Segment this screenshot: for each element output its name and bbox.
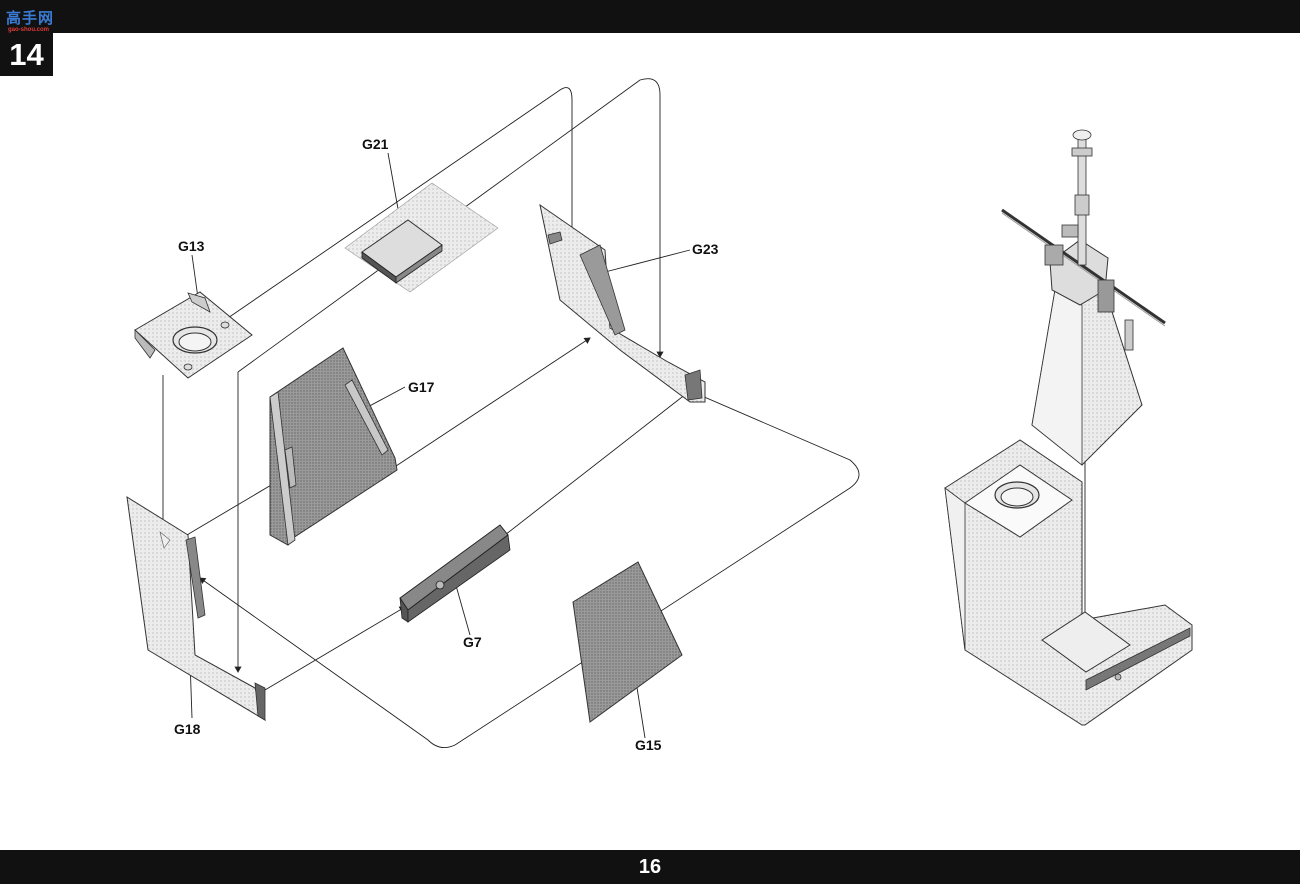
site-logo: 高手网 [6,6,54,30]
label-g13: G13 [178,238,205,254]
part-g13 [134,291,253,379]
bottom-bar: 16 [0,850,1300,884]
top-bar [0,0,1300,33]
part-g18 [126,496,266,722]
logo-subtext: gao-shou.com [8,27,50,33]
logo-text: 高手网 [6,9,55,27]
label-g7: G7 [463,634,482,650]
part-g7 [399,524,511,623]
label-g21: G21 [362,136,389,152]
part-g15 [572,561,683,723]
part-g23 [539,203,706,403]
label-g15: G15 [635,737,662,753]
assembled-mast [944,129,1193,726]
part-g21 [344,182,499,293]
label-g23: G23 [692,241,719,257]
assembly-guide-lines [159,78,1089,749]
label-g18: G18 [174,721,201,737]
part-g17 [269,347,398,546]
page-number: 16 [638,855,662,878]
label-g17: G17 [408,379,435,395]
step-number: 14 [0,33,53,76]
